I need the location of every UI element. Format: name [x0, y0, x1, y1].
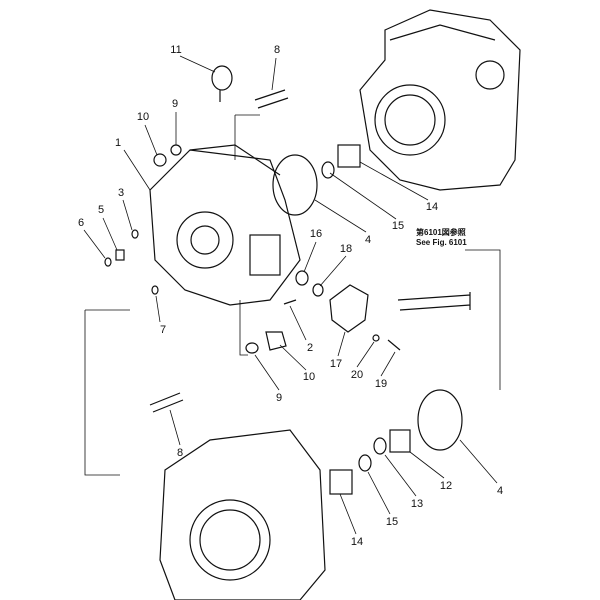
bearing: [389, 429, 411, 453]
callout: 17: [329, 358, 343, 370]
callout: 9: [171, 98, 179, 110]
figure-reference: 第6101図参照 See Fig. 6101: [416, 228, 467, 248]
callout: 14: [425, 201, 439, 213]
front-housing: [159, 429, 326, 600]
callout: 5: [97, 204, 105, 216]
callout: 3: [117, 187, 125, 199]
callout: 10: [136, 111, 150, 123]
reference-text-jp: 第6101図参照: [416, 228, 466, 237]
callout: 8: [273, 44, 281, 56]
callout: 20: [350, 369, 364, 381]
callout: 8: [176, 447, 184, 459]
callout: 19: [374, 378, 388, 390]
callout: 15: [391, 220, 405, 232]
valve-block: [329, 284, 369, 333]
pump-body: [149, 144, 301, 306]
snap-ring: [358, 454, 372, 472]
callout: 16: [309, 228, 323, 240]
eye-bolt: [211, 65, 233, 102]
callout: 2: [306, 342, 314, 354]
callout: 11: [170, 44, 182, 56]
callout: 4: [496, 485, 504, 497]
callout: 4: [364, 234, 372, 246]
callout: 15: [385, 516, 399, 528]
snap-ring: [321, 161, 335, 179]
callout: 10: [302, 371, 316, 383]
callout: 6: [77, 217, 85, 229]
callout: 14: [350, 536, 364, 548]
callout: 18: [339, 243, 353, 255]
callout: 9: [275, 392, 283, 404]
bearing: [337, 144, 361, 168]
reference-text-en: See Fig. 6101: [416, 238, 467, 247]
stud: [254, 89, 289, 109]
callout: 1: [114, 137, 122, 149]
callout: 13: [410, 498, 424, 510]
callout: 12: [439, 480, 453, 492]
o-ring: [272, 154, 318, 216]
shaft: [397, 292, 471, 311]
o-ring: [417, 389, 463, 451]
snap-ring: [373, 437, 387, 455]
callout: 7: [159, 324, 167, 336]
stud: [149, 392, 184, 413]
rear-housing: [359, 9, 521, 191]
bearing: [329, 469, 353, 495]
